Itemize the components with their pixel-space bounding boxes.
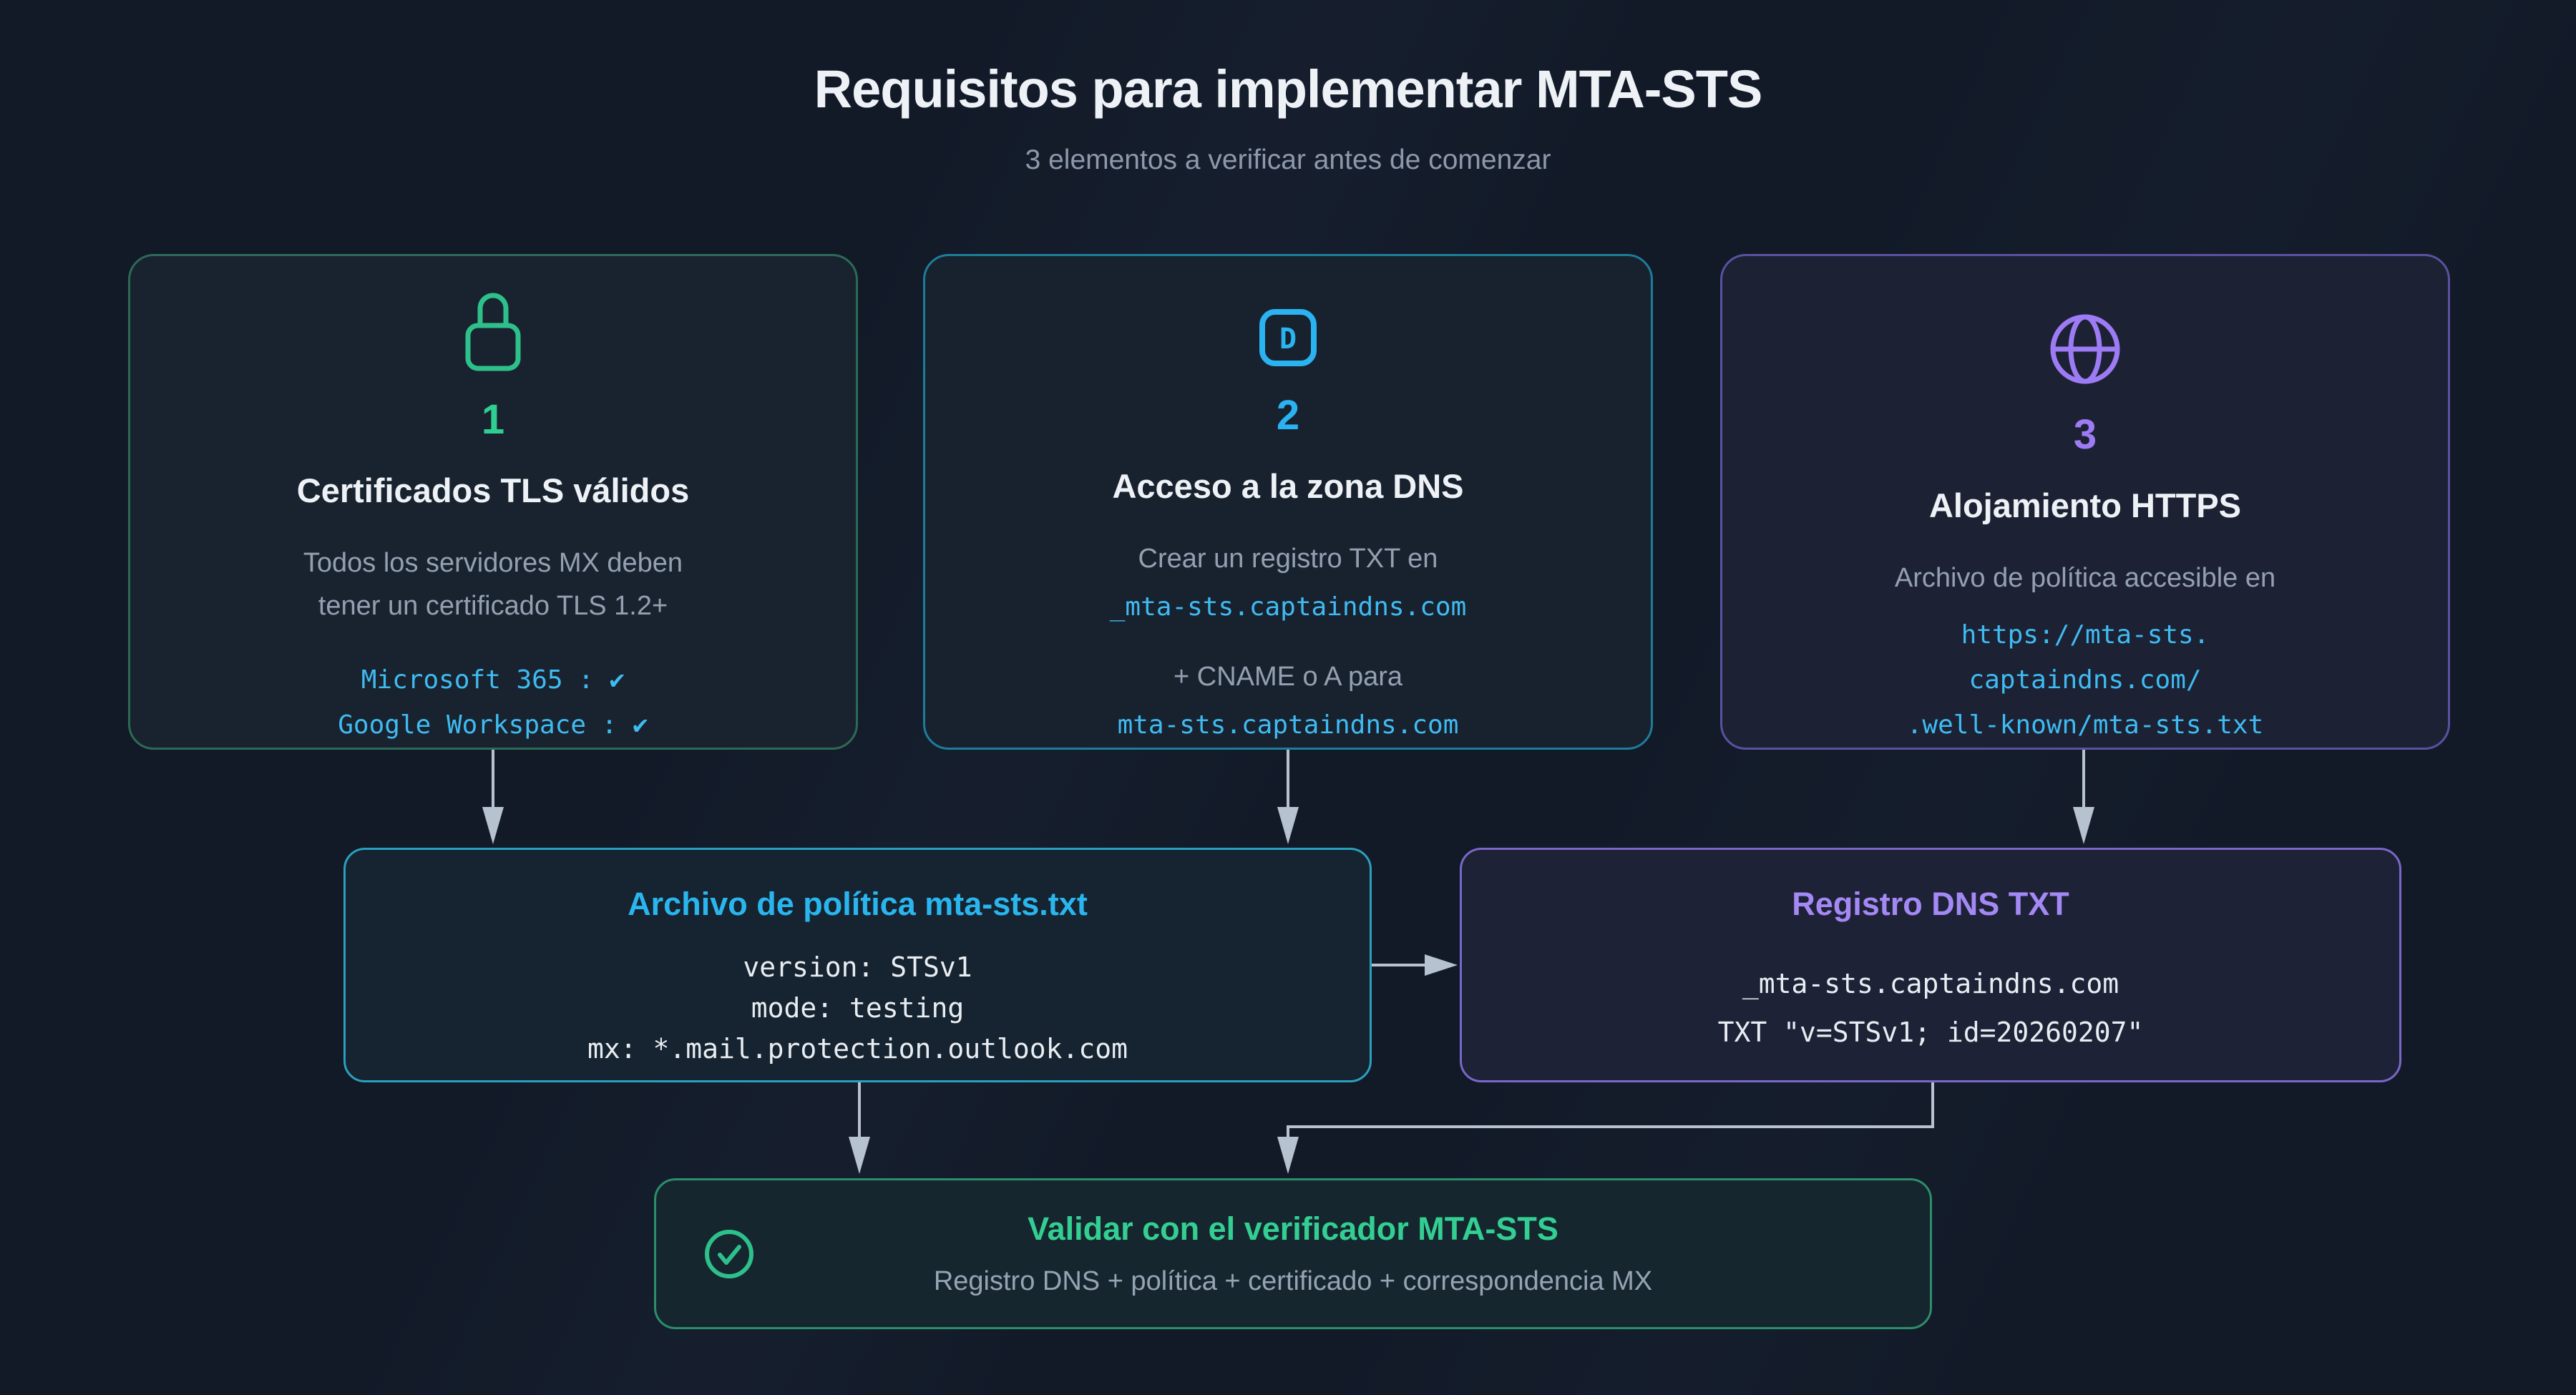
card-tls-certificates: 1 Certificados TLS válidos Todos los ser… <box>128 254 858 750</box>
arrow-card3-to-dns <box>2082 750 2085 816</box>
card-description: Crear un registro TXT en <box>1138 543 1438 574</box>
card-https-hosting: 3 Alojamiento HTTPS Archivo de política … <box>1720 254 2450 750</box>
dns-record-contents: _mta-sts.captaindns.com TXT "v=STSv1; id… <box>1717 968 2144 1048</box>
card-title: Alojamiento HTTPS <box>1928 486 2242 524</box>
card-title: Acceso a la zona DNS <box>1112 466 1464 505</box>
card-title: Certificados TLS válidos <box>296 471 690 509</box>
arrowhead-card1 <box>482 807 504 844</box>
dns-txt-host: _mta-sts.captaindns.com <box>1109 592 1467 622</box>
arrow-policy-to-validate <box>858 1082 861 1145</box>
arrow-policy-to-dns <box>1372 964 1426 966</box>
validate-box: Validar con el verificador MTA-STS Regis… <box>654 1178 1932 1329</box>
policy-url: https://mta-sts. captaindns.com/ .well-k… <box>1906 620 2264 740</box>
arrowhead-dns-to-validate <box>1277 1137 1299 1174</box>
arrowhead-policy-to-dns <box>1425 954 1458 976</box>
dns-icon: D <box>1259 256 1317 367</box>
connector-dns-down <box>1931 1082 1934 1128</box>
connector-dns-elbow-down <box>1287 1125 1289 1145</box>
connector-dns-horizontal <box>1287 1125 1934 1128</box>
dns-record-box: Registro DNS TXT _mta-sts.captaindns.com… <box>1460 848 2401 1082</box>
card-description: Archivo de política accesible en <box>1894 562 2276 593</box>
page-subtitle: 3 elementos a verificar antes de comenza… <box>1025 145 1551 175</box>
card-dns-access: D 2 Acceso a la zona DNS Crear un regist… <box>923 254 1653 750</box>
validate-subtitle: Registro DNS + política + certificado + … <box>933 1266 1653 1296</box>
card-description: Todos los servidores MX deben tener un c… <box>303 547 683 621</box>
arrow-card2-to-policy <box>1287 750 1289 816</box>
validate-title: Validar con el verificador MTA-STS <box>1028 1210 1558 1247</box>
dns-box-title: Registro DNS TXT <box>1792 886 2069 922</box>
globe-icon <box>2048 256 2122 386</box>
arrowhead-card2 <box>1277 807 1299 844</box>
card-number: 3 <box>2073 411 2097 458</box>
svg-text:D: D <box>1279 323 1297 356</box>
arrowhead-card3 <box>2073 807 2094 844</box>
card-number: 2 <box>1276 391 1300 439</box>
policy-file-contents: version: STSv1 mode: testing mx: *.mail.… <box>587 951 1128 1064</box>
check-circle-icon <box>703 1228 755 1280</box>
card-provider-status: Microsoft 365 : ✔ Google Workspace : ✔ <box>338 665 648 740</box>
page-title: Requisitos para implementar MTA-STS <box>814 59 1763 119</box>
card-number: 1 <box>481 396 505 443</box>
card-description-2: + CNAME o A para <box>1174 661 1402 692</box>
policy-box-title: Archivo de política mta-sts.txt <box>628 886 1088 922</box>
arrowhead-policy-to-validate <box>849 1137 870 1174</box>
arrow-card1-to-policy <box>492 750 494 816</box>
policy-file-box: Archivo de política mta-sts.txt version:… <box>343 848 1372 1082</box>
dns-cname-host: mta-sts.captaindns.com <box>1117 710 1459 740</box>
lock-icon <box>465 256 521 371</box>
